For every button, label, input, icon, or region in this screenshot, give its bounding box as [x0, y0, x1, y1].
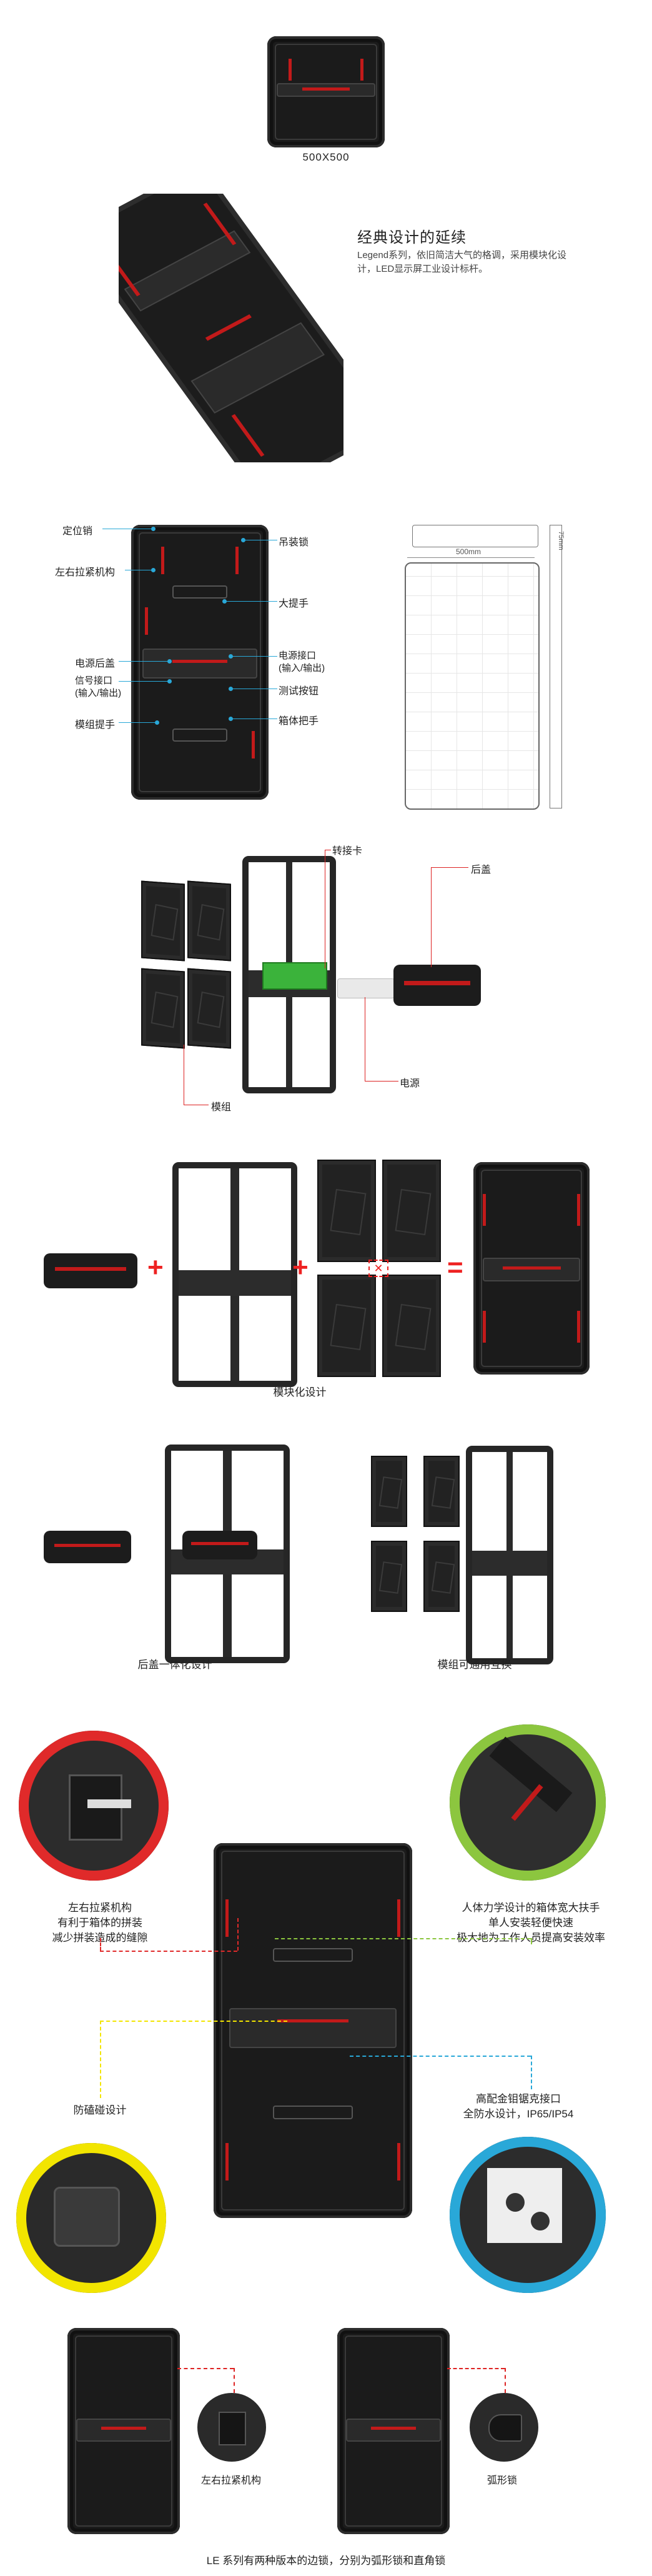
cabinet-front-drawing: [405, 562, 540, 810]
modular-tile-2: [382, 1160, 441, 1262]
label-locating-pin: 定位销: [62, 526, 93, 537]
label-test-button: 测试按钮: [279, 686, 319, 697]
detail-circle-handle: [450, 1724, 606, 1881]
callout-handle: 人体力学设计的箱体宽大扶手 单人安装轻便快速 极大地为工作人员提高安装效率: [457, 1902, 605, 1944]
detail-circle-bumper: [16, 2143, 166, 2293]
dim-width: 500mm: [456, 547, 482, 556]
label-lr-tension: 左右拉紧机构: [55, 567, 116, 578]
rear-cover: [393, 965, 481, 1006]
callout-connector: 高配金钼锯克接口 全防水设计，IP65/IP54: [463, 2093, 574, 2120]
lock-detail-left: [197, 2393, 266, 2462]
swap-tile-2: [423, 1456, 460, 1527]
modular-tile-1: [317, 1160, 376, 1262]
design-description: Legend系列，依旧简洁大气的格调，采用模块化设计，LED显示屏工业设计标杆。: [357, 250, 567, 274]
module-tile-2: [187, 880, 231, 962]
swap-tile-4: [423, 1541, 460, 1612]
cabinet-top-drawing: [412, 525, 538, 547]
section-size: 500X500: [0, 0, 652, 175]
cabinet-side-drawing: [550, 525, 562, 808]
module-tile-1: [141, 880, 185, 962]
size-label: 500X500: [302, 151, 350, 163]
module-tile-3: [141, 968, 185, 1049]
label-hanging-lock: 吊装锁: [279, 537, 309, 548]
label-arc-lock: 弧形锁: [487, 2475, 518, 2486]
plus-sign-1: +: [147, 1252, 164, 1283]
cabinet-back-annotated: [131, 525, 269, 800]
frame-item: [172, 1162, 297, 1387]
label-power-cover: 电源后盖: [75, 659, 116, 669]
section-exploded: 转接卡 后盖 电源 模组: [0, 831, 652, 1113]
section-locks: 左右拉紧机构 弧形锁 LE 系列有两种版本的边锁，分别为弧形锁和直角锁: [0, 2318, 652, 2576]
locks-footer: LE 系列有两种版本的边锁，分别为弧形锁和直角锁: [206, 2555, 446, 2567]
plus-sign-2: +: [292, 1252, 309, 1283]
adapter-card: [262, 962, 327, 990]
label-power: 电源: [400, 1078, 420, 1089]
detail-circle-connector: [450, 2137, 606, 2293]
swap-tile-3: [371, 1541, 407, 1612]
label-module: 模组: [211, 1102, 232, 1113]
design-heading: 经典设计的延续: [357, 229, 467, 246]
label-power-port: 电源接口 (输入/输出): [279, 650, 325, 674]
label-lr-tension-lock: 左右拉紧机构: [201, 2475, 262, 2486]
section-structure: 定位销 左右拉紧机构 电源后盖 信号接口 (输入/输出) 模组提手 吊装锁 大提…: [0, 500, 652, 825]
callout-tension: 左右拉紧机构 有利于箱体的拼装 减少拼装造成的缝隙: [52, 1902, 148, 1944]
label-rear-cover: 后盖: [471, 865, 491, 875]
label-signal-port: 信号接口 (输入/输出): [75, 675, 122, 699]
lock-cabinet-left: [67, 2328, 180, 2534]
rear-cover-left: [44, 1531, 131, 1563]
swap-tile-1: [371, 1456, 407, 1527]
label-big-handle: 大提手: [279, 599, 309, 609]
label-adapter-card: 转接卡: [332, 846, 363, 857]
modular-caption: 模块化设计: [273, 1386, 327, 1398]
section-integration: 后盖一体化设计 模组可通用互换: [0, 1431, 652, 1681]
lock-detail-right: [470, 2393, 538, 2462]
feature-cabinet: [214, 1843, 412, 2218]
section-modular: + + ✕ = 模块化设计: [0, 1137, 652, 1400]
modular-tile-3: [317, 1275, 376, 1377]
cabinet-perspective-image: [119, 194, 343, 462]
lock-cabinet-right: [337, 2328, 450, 2534]
equals-sign: =: [447, 1252, 463, 1283]
swap-frame: [466, 1446, 553, 1664]
mounted-cover: [182, 1531, 257, 1559]
label-module-handle: 模组提手: [75, 720, 116, 730]
connector-icon: ✕: [368, 1260, 388, 1277]
assembled-cabinet: [473, 1162, 590, 1375]
dim-depth: 75mm: [557, 531, 565, 550]
detail-circle-tension: [19, 1731, 169, 1881]
modular-tile-4: [382, 1275, 441, 1377]
module-tile-4: [187, 968, 231, 1049]
rear-cover-item: [44, 1253, 137, 1288]
caption-module-swap: 模组可通用互换: [437, 1659, 512, 1671]
label-cabinet-handle: 箱体把手: [279, 716, 319, 727]
section-features: 左右拉紧机构 有利于箱体的拼装 减少拼装造成的缝隙 人体力学设计的箱体宽大扶手 …: [0, 1706, 652, 2299]
power-module: [337, 978, 395, 998]
section-design-continuation: 经典设计的延续 Legend系列，依旧简洁大气的格调，采用模块化设计，LED显示…: [0, 181, 652, 475]
caption-rear-integration: 后盖一体化设计: [137, 1659, 212, 1671]
callout-bumper: 防磕碰设计: [73, 2104, 127, 2116]
cabinet-front-image: [267, 36, 385, 147]
